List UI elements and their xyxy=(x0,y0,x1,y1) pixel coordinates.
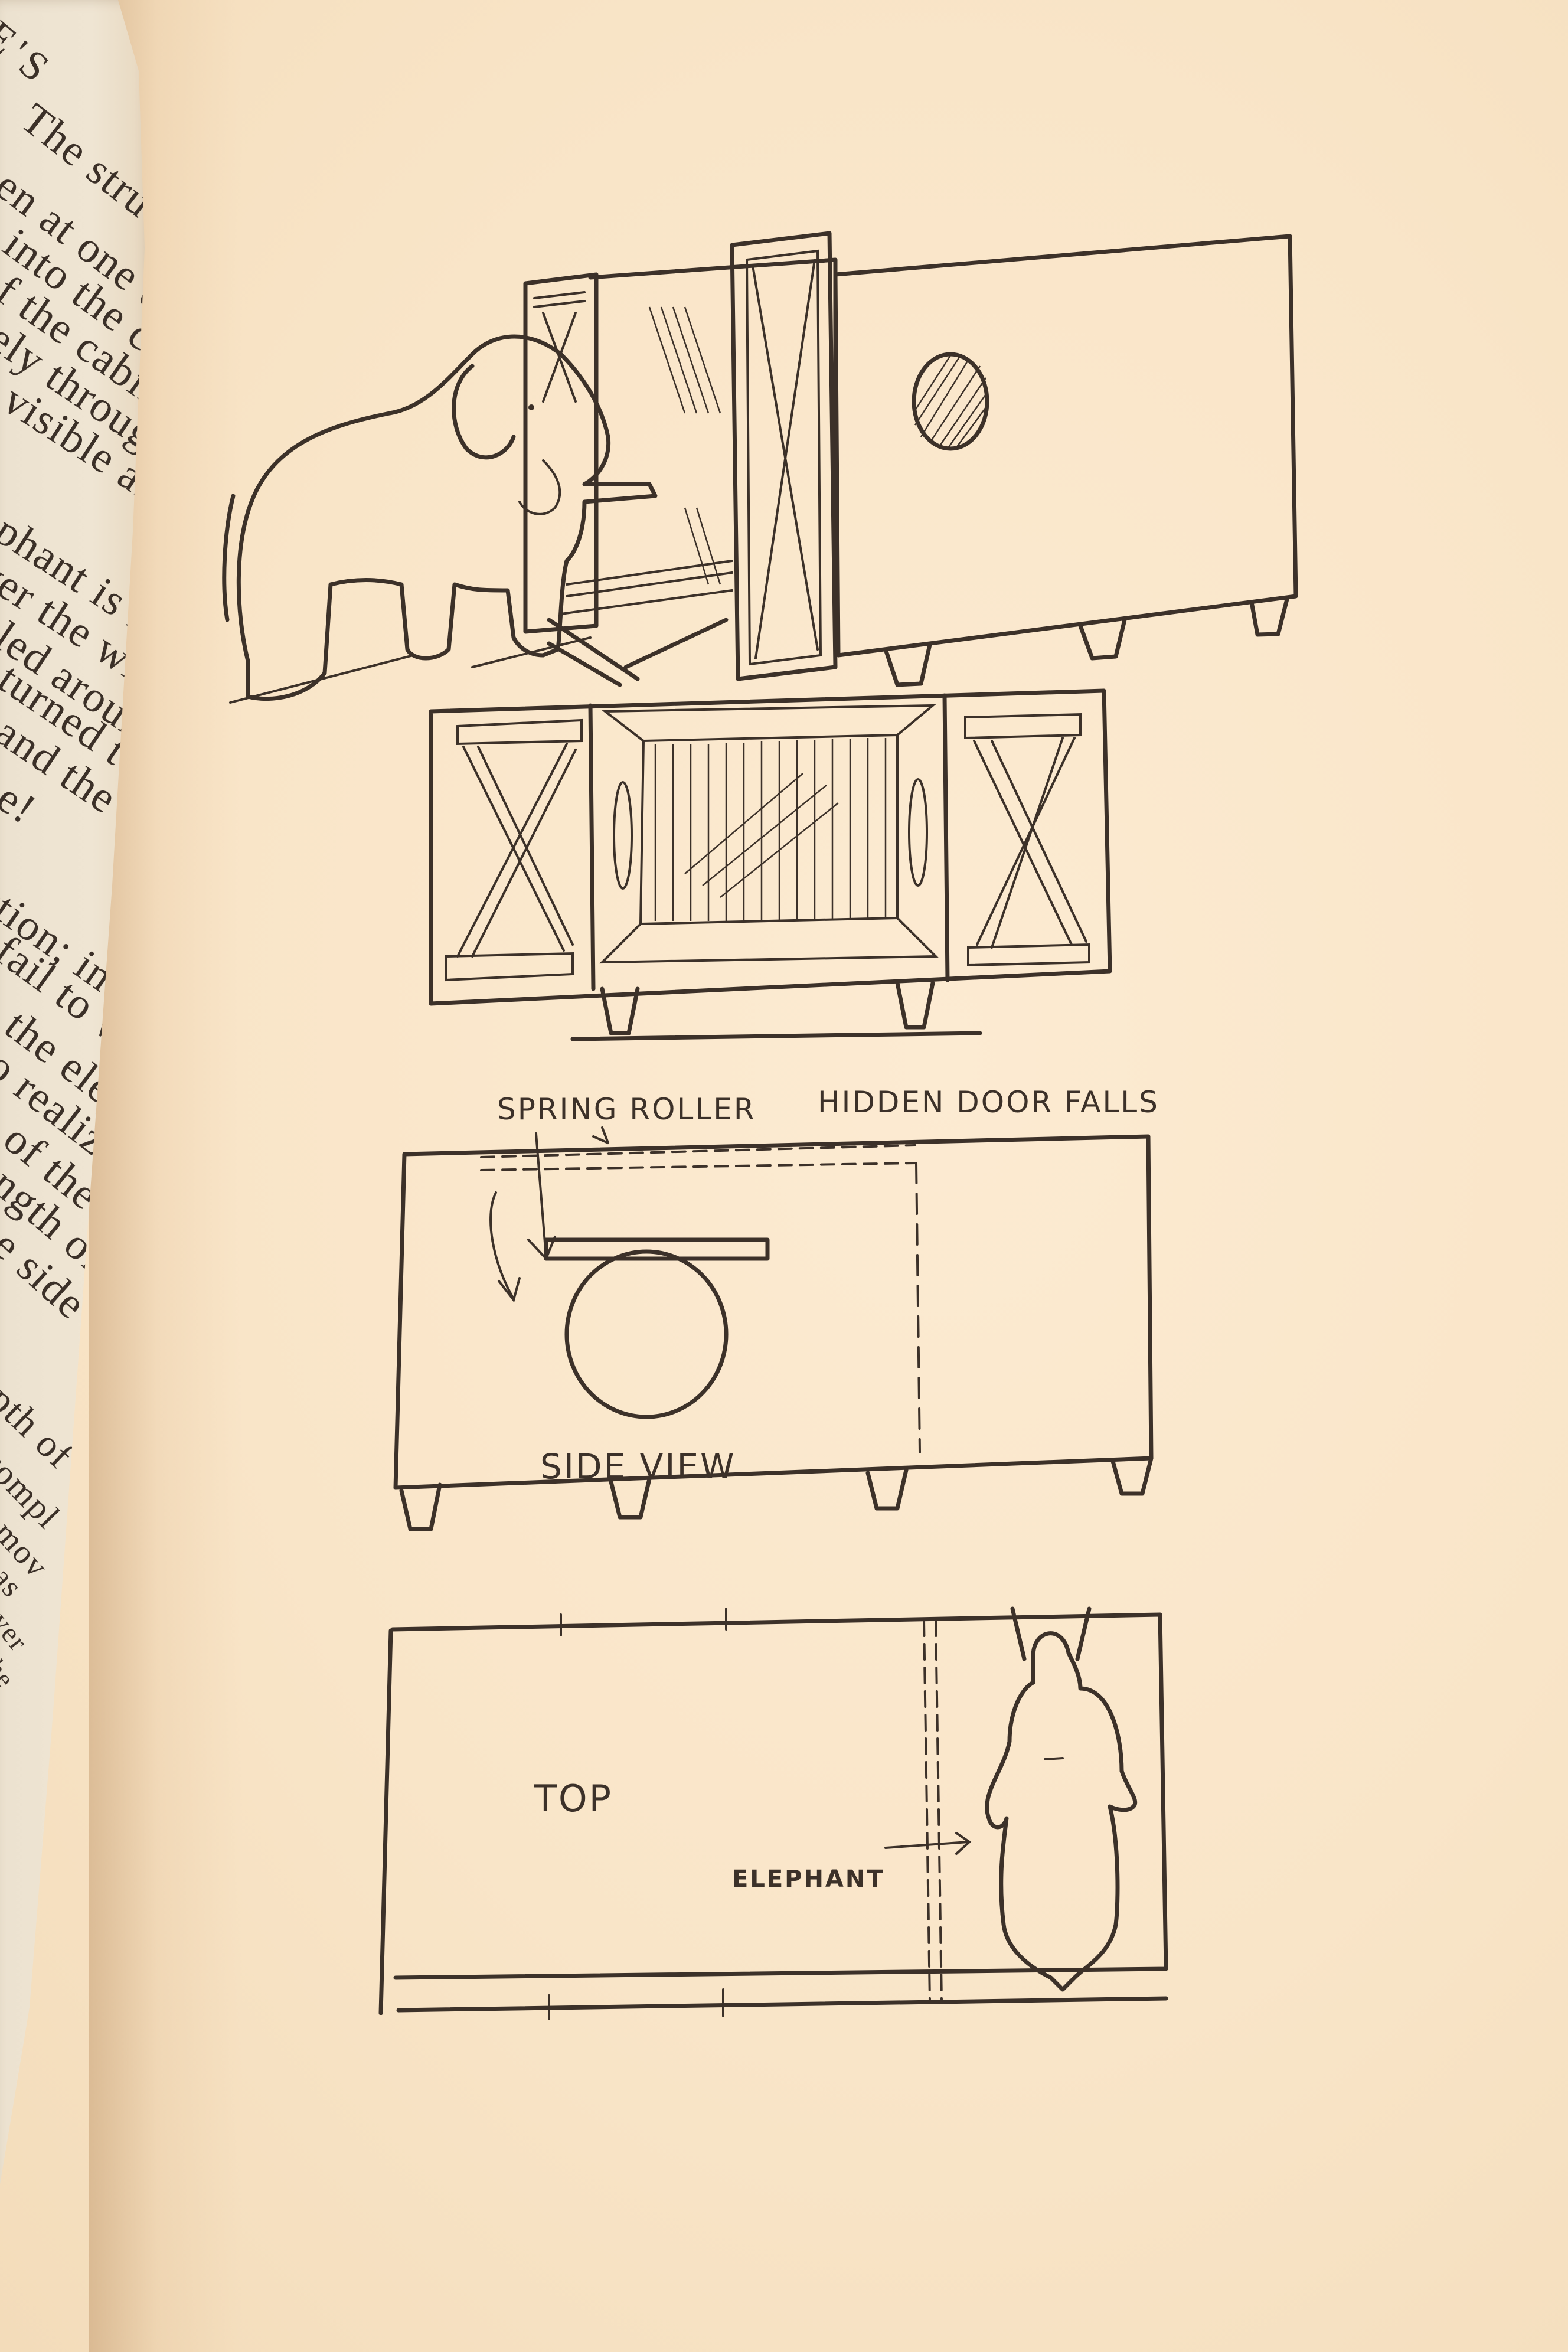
label-elephant: ELEPHANT xyxy=(732,1866,885,1893)
elephant-icon xyxy=(222,334,658,704)
text-line: over xyxy=(0,1595,35,1658)
figure-side-view xyxy=(393,1126,1154,1531)
porthole-icon xyxy=(564,1249,729,1419)
curved-arrow-icon xyxy=(489,1191,521,1303)
caption-top: TOP xyxy=(534,1777,613,1820)
arrow-icon xyxy=(592,1126,609,1144)
porthole-icon xyxy=(912,352,989,451)
label-spring-roller: SPRING ROLLER xyxy=(497,1092,756,1126)
arrow-icon xyxy=(884,1832,972,1855)
cabinet-icon xyxy=(523,231,1298,687)
roller-slot-icon xyxy=(544,1237,770,1261)
door-icon xyxy=(730,231,838,681)
right-door-icon xyxy=(964,713,1090,967)
left-door-icon xyxy=(445,718,583,982)
elephant-top-icon xyxy=(985,1606,1138,1992)
caption-side-view: SIDE VIEW xyxy=(540,1446,736,1487)
interior-icon xyxy=(599,704,939,964)
label-hidden-door-falls: HIDDEN DOOR FALLS xyxy=(818,1085,1159,1119)
figure-front-view xyxy=(429,688,1112,1041)
figure-top-view xyxy=(378,1606,1168,2020)
figure-perspective xyxy=(222,231,1298,704)
